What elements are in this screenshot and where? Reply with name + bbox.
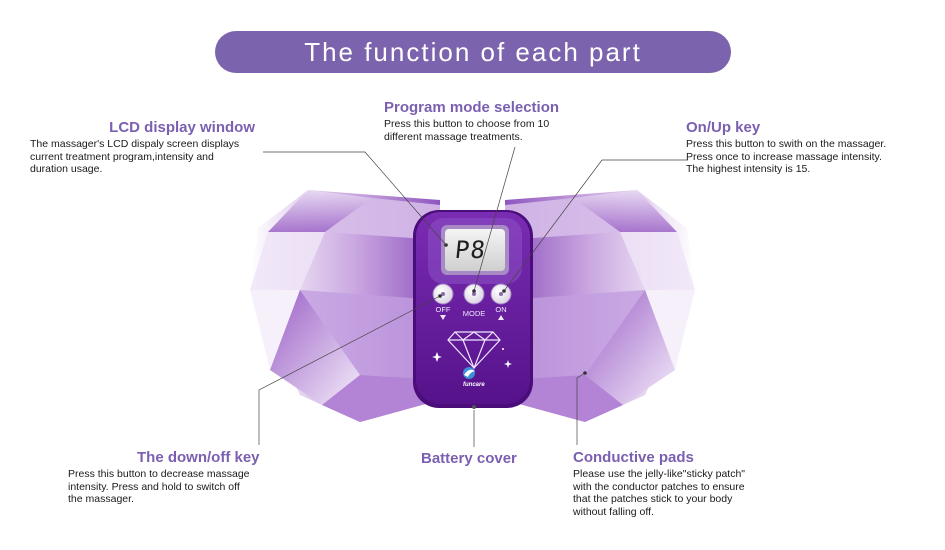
callout-lcd-window: LCD display window The massager's LCD di…: [30, 119, 270, 176]
callout-title: Program mode selection: [384, 99, 560, 116]
right-conductive-pad: [505, 190, 695, 422]
sparkle-icon: [432, 348, 512, 368]
up-arrow-icon: [498, 315, 504, 320]
diamond-icon: [447, 331, 501, 370]
leader-lines: [258, 146, 688, 447]
callout-title: On/Up key: [686, 119, 761, 136]
lcd-readout: P8: [453, 236, 488, 264]
callout-conductive-pads: Conductive pads Please use the jelly-lik…: [573, 449, 813, 518]
off-label: OFF: [435, 305, 451, 314]
callout-title: Battery cover: [421, 450, 517, 467]
callout-desc: The massager's LCD dispaly screen displa…: [30, 138, 240, 175]
on-label: ON: [495, 305, 507, 314]
down-arrow-icon: [440, 315, 446, 320]
header-banner: The function of each part: [215, 31, 731, 73]
callout-program-mode: Program mode selection Press this button…: [384, 99, 604, 143]
callout-title: The down/off key: [137, 449, 260, 466]
lcd-screen: [445, 229, 505, 271]
callout-down-off-key: The down/off key Press this button to de…: [68, 449, 288, 506]
control-unit: [413, 210, 533, 409]
callout-desc: Press this button to choose from 10 diff…: [384, 118, 550, 143]
callout-title: Conductive pads: [573, 449, 694, 466]
left-conductive-pad: [250, 190, 440, 422]
callout-title: LCD display window: [109, 119, 255, 136]
callout-desc: Press this button to swith on the massag…: [686, 138, 887, 175]
brand-name: funcare: [463, 382, 485, 388]
mode-label: MODE: [462, 309, 486, 318]
callout-on-up-key: On/Up key Press this button to swith on …: [686, 119, 926, 176]
callout-desc: Press this button to decrease massage in…: [68, 468, 250, 505]
funcare-logo-icon: [463, 367, 475, 379]
callout-battery-cover: Battery cover: [421, 450, 561, 469]
page-title: The function of each part: [304, 37, 642, 67]
callout-desc: Please use the jelly-like"sticky patch" …: [573, 468, 746, 518]
